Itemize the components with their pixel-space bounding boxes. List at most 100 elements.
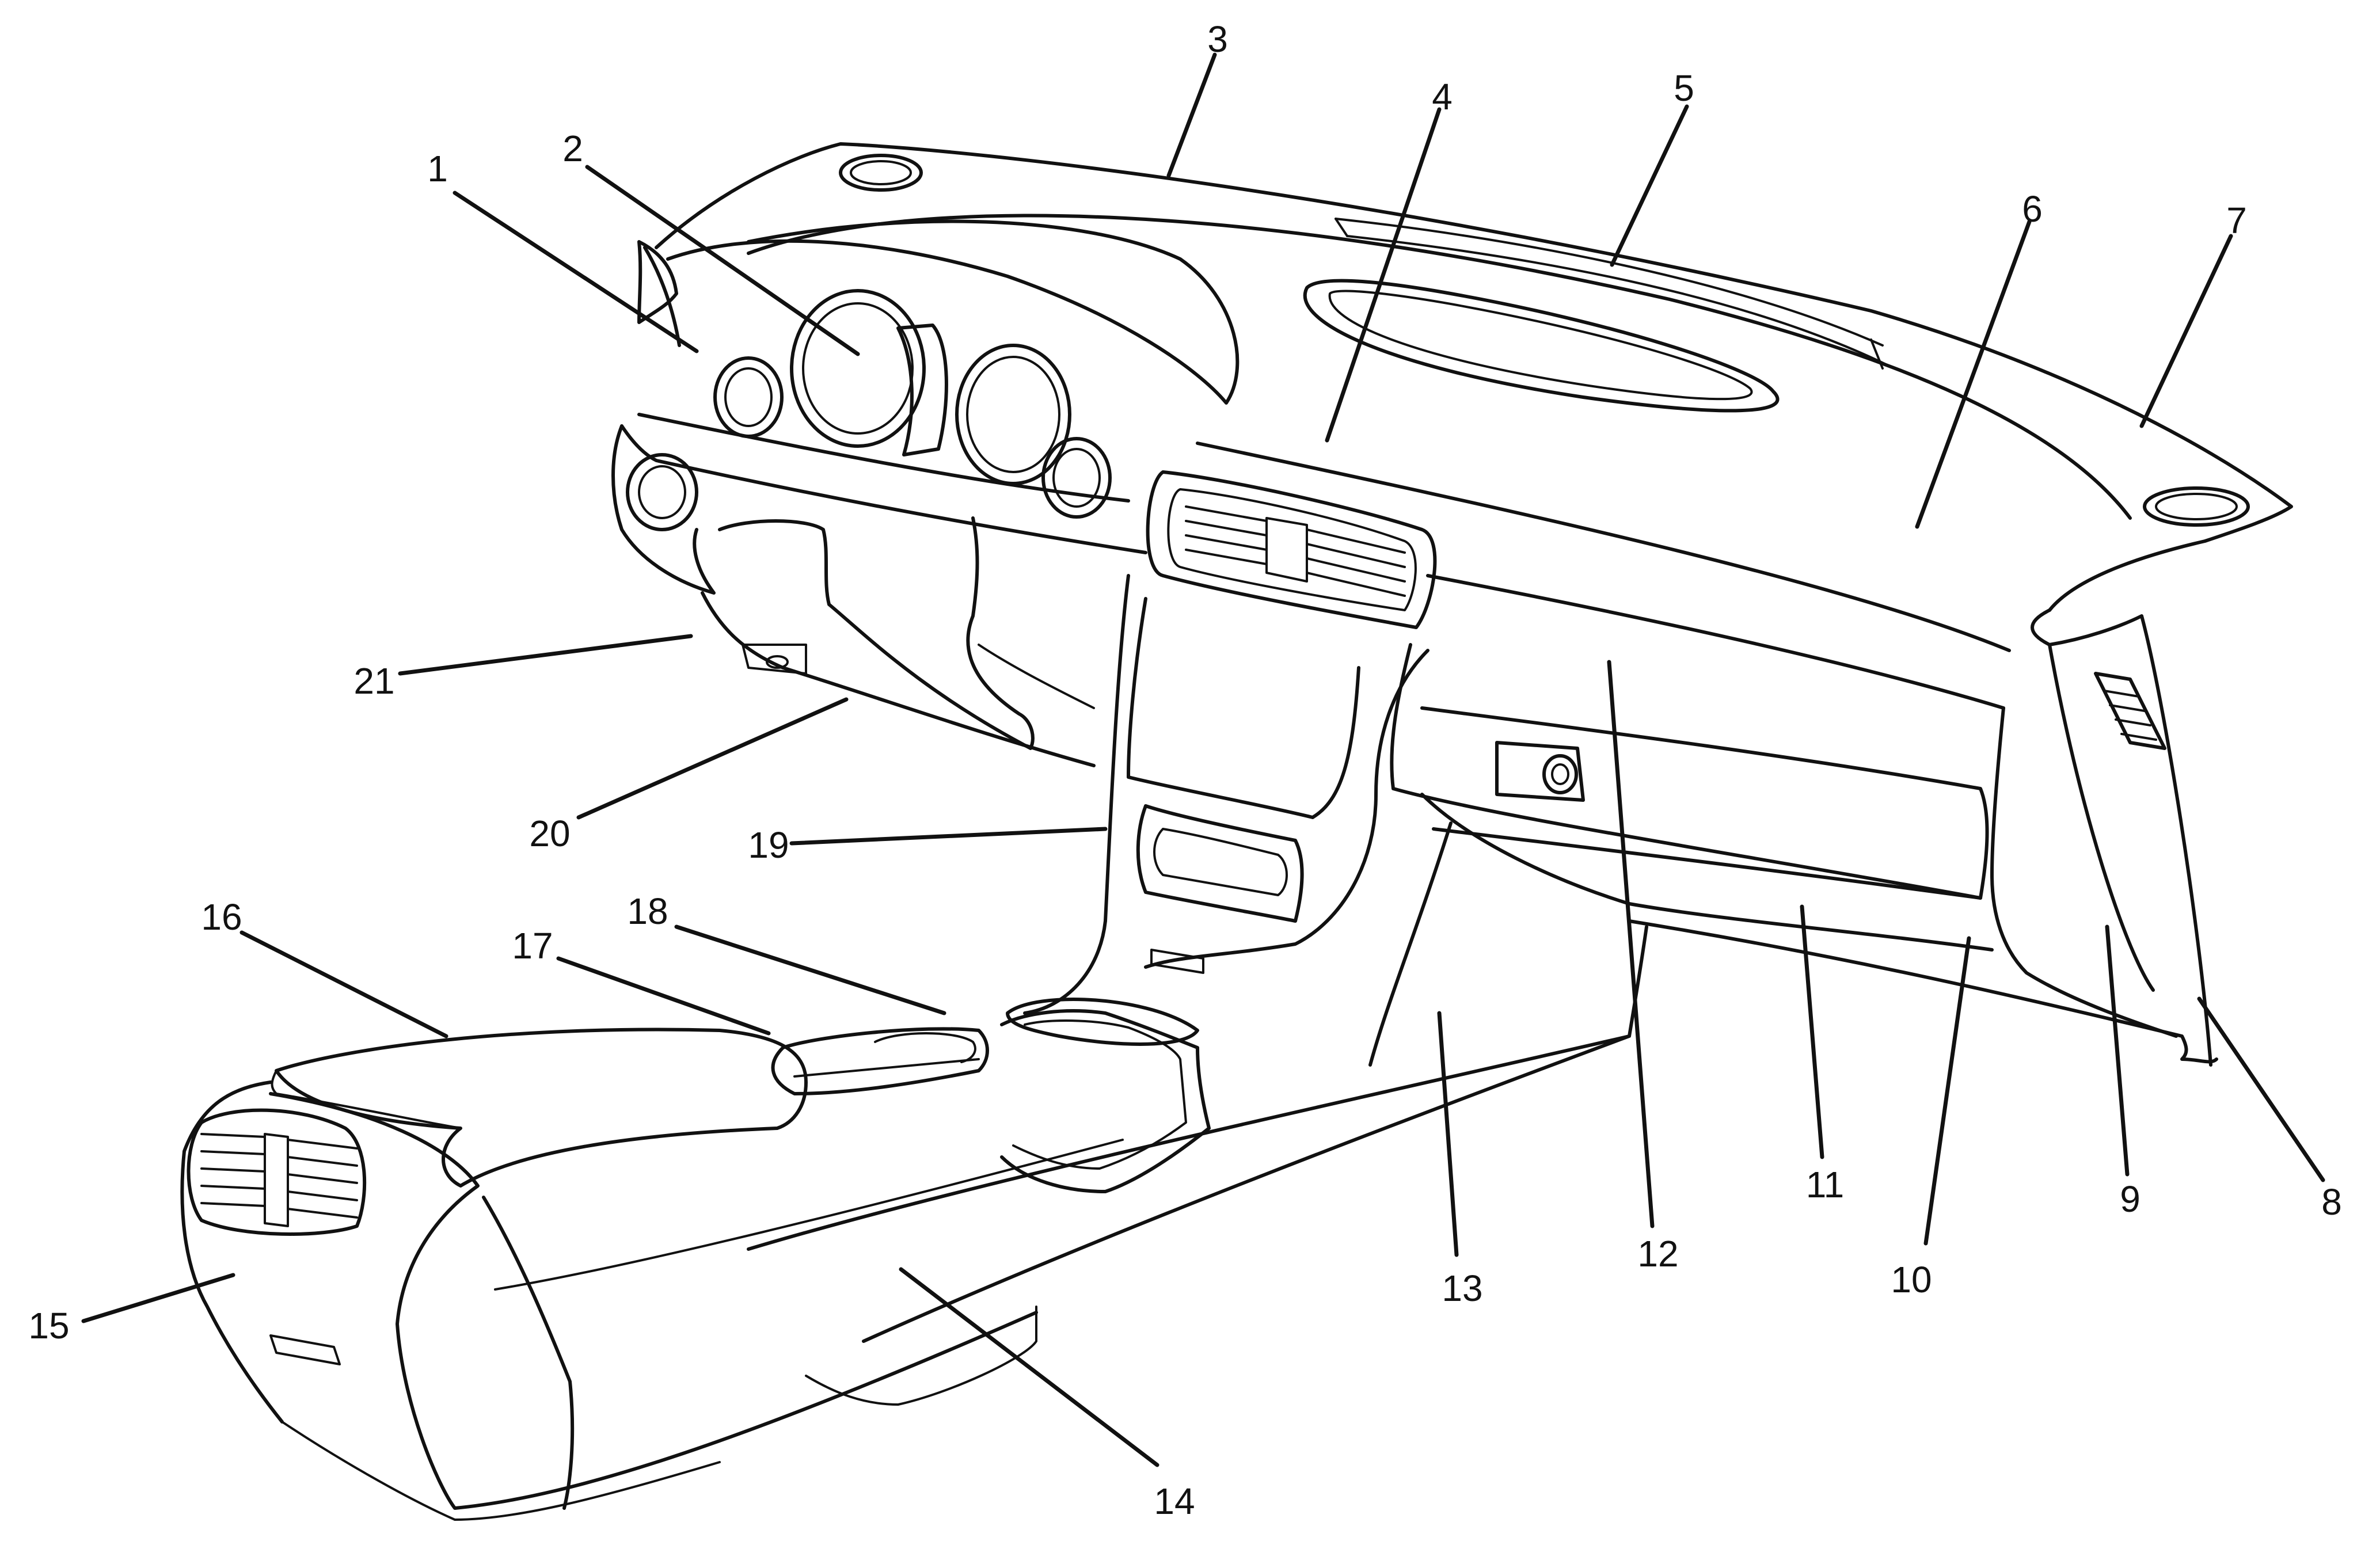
defroster-strip-end (1335, 218, 1884, 370)
callout-label-1: 1 (427, 148, 448, 189)
tachometer-gauge (955, 344, 1071, 485)
leader-line-19 (789, 827, 1108, 846)
cluster-hood-left-fin (637, 240, 678, 324)
callout-label-14: 14 (1154, 1481, 1195, 1522)
leader-line-12 (1607, 660, 1655, 1228)
rear-air-vent-louvers (200, 1133, 358, 1227)
left-air-vent-inner (638, 465, 686, 519)
callout-label-3: 3 (1207, 18, 1228, 60)
leader-line-13 (1437, 1011, 1459, 1257)
center-air-vent-louvers (1185, 505, 1406, 597)
leader-line-10 (1923, 936, 1971, 1246)
leader-line-15 (81, 1273, 235, 1323)
defroster-grille-edge (747, 214, 2132, 520)
center-stack-outer (1023, 574, 1429, 1015)
hood-release-handle (742, 644, 807, 675)
center-defroster-vent (1303, 279, 1780, 413)
glove-box-lock-housing (1495, 741, 1585, 802)
glove-box-door (1420, 706, 1989, 900)
knee-bolster (718, 516, 1035, 750)
console-storage-recess (1012, 1019, 1187, 1170)
center-stack-switch (1150, 949, 1204, 974)
shifter-trim-detail (793, 1032, 980, 1078)
callout-labels: 1 2 3 4 5 6 7 8 9 10 11 12 13 14 15 16 1… (28, 18, 2341, 1522)
cluster-hood (643, 219, 1240, 405)
hood-release-knob (766, 655, 789, 669)
cup-holder-opening (1006, 998, 1199, 1046)
instrument-panel-lower-edge (1628, 919, 2218, 1064)
callout-label-21: 21 (353, 660, 394, 702)
leader-line-20 (576, 697, 849, 820)
right-speaker-grille-inner (2155, 493, 2238, 520)
shifter-trim (771, 1027, 989, 1095)
defroster-strip (1335, 218, 1895, 370)
leader-line-18 (674, 924, 946, 1015)
callout-label-15: 15 (28, 1305, 69, 1346)
right-end-cap (1990, 706, 2178, 1038)
right-small-gauge-ring (1052, 448, 1101, 508)
callout-label-4: 4 (1432, 76, 1453, 117)
upper-dash-lower-edge (620, 424, 2005, 710)
callout-label-17: 17 (512, 925, 553, 966)
right-end-panel (2031, 608, 2212, 1067)
callout-label-6: 6 (2022, 188, 2043, 230)
callout-label-2: 2 (562, 128, 583, 169)
climate-control-panel (1136, 804, 1304, 923)
leader-line-8 (2197, 996, 2325, 1182)
leader-line-1 (453, 191, 699, 353)
center-air-vent-bezel (1146, 470, 1437, 629)
callout-label-7: 7 (2226, 200, 2247, 241)
leader-line-5 (1610, 104, 1689, 267)
leader-line-14 (899, 1267, 1159, 1467)
steering-column-cover-dash (978, 644, 1095, 709)
armrest-lid-seam (271, 1070, 462, 1129)
leader-line-17 (556, 956, 771, 1036)
left-speaker-grille (839, 154, 923, 192)
upper-trim-pad (655, 142, 2293, 612)
callout-label-12: 12 (1637, 1233, 1678, 1274)
rear-console-slot (269, 1334, 341, 1365)
right-dash-lower-trim (1390, 643, 1994, 952)
callout-label-13: 13 (1442, 1268, 1482, 1309)
speedometer-gauge (790, 289, 926, 448)
callout-label-19: 19 (748, 824, 789, 866)
console-front-bin (1000, 1009, 1211, 1193)
leader-line-7 (2139, 234, 2233, 428)
cluster-center-display (896, 324, 948, 456)
climate-control-slot (1153, 828, 1288, 896)
rear-console-trim-line (494, 1139, 1124, 1291)
dashboard-line-art (180, 142, 2293, 1521)
glove-box-lock-core (1551, 763, 1569, 785)
left-speaker-grille-inner (850, 160, 912, 185)
center-air-vent-opening (1167, 488, 1417, 611)
callout-leaders (81, 52, 2325, 1467)
callout-label-11: 11 (1806, 1164, 1844, 1205)
callout-label-20: 20 (529, 813, 570, 854)
upper-dash-line (637, 413, 2011, 652)
center-defroster-vent-inner (1328, 290, 1753, 401)
leader-line-11 (1800, 904, 1824, 1159)
right-small-gauge (1041, 437, 1112, 519)
leader-line-6 (1915, 219, 2032, 529)
callout-label-16: 16 (201, 896, 242, 938)
lower-left-trim-panel (701, 591, 1096, 767)
leader-line-16 (239, 930, 448, 1038)
glove-box-lock (1542, 754, 1578, 794)
speedometer-gauge-ring (802, 302, 914, 435)
leader-line-3 (1166, 52, 1217, 178)
rear-console-lower-trim (482, 1196, 575, 1510)
right-side-air-vent-louvers (2103, 690, 2157, 741)
tachometer-gauge-ring (966, 356, 1060, 473)
left-air-vent (626, 453, 698, 531)
center-stack-inner-panel (1127, 597, 1360, 819)
left-dash-end (611, 424, 716, 595)
rear-air-vent-bezel (187, 1108, 367, 1236)
leader-line-2 (585, 165, 860, 356)
right-side-air-vent (2094, 672, 2166, 750)
rear-console-base (281, 1306, 1037, 1521)
callout-label-18: 18 (627, 891, 668, 932)
callout-label-10: 10 (1891, 1259, 1932, 1300)
console-rear-body (180, 1080, 1038, 1510)
leader-line-9 (2105, 924, 2130, 1177)
